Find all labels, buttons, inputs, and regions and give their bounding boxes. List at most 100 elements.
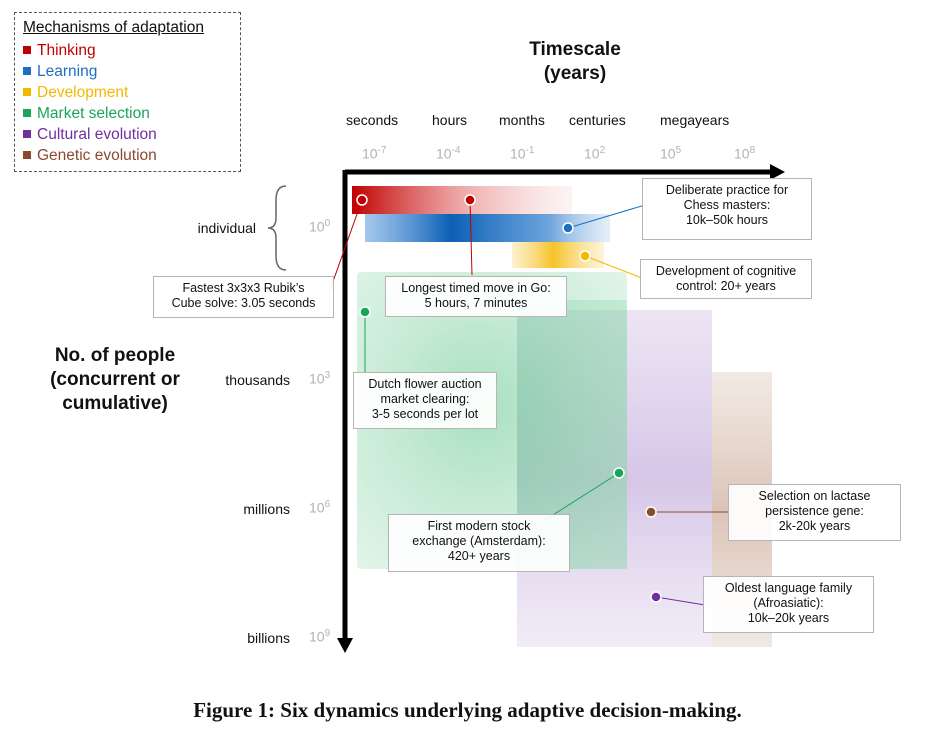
callout-stock: First modern stock exchange (Amsterdam):… xyxy=(388,514,570,572)
individual-brace xyxy=(267,185,287,271)
y-power-exp: 0 xyxy=(324,218,331,229)
go-dot xyxy=(464,194,476,206)
callout-line: First modern stock xyxy=(427,519,531,533)
legend-item-genetic-evolution: Genetic evolution xyxy=(23,145,232,166)
y-power-base: 10 xyxy=(309,370,325,387)
legend-item-market-selection: Market selection xyxy=(23,103,232,124)
callout-rubik: Fastest 3x3x3 Rubik’s Cube solve: 3.05 s… xyxy=(153,276,334,318)
legend-label: Market selection xyxy=(37,105,150,122)
x-power-exp: -4 xyxy=(451,145,461,156)
callout-line: 10k–50k hours xyxy=(685,213,768,227)
legend-swatch xyxy=(23,109,31,117)
cognitive-leader-line xyxy=(584,255,643,279)
caption-prefix: Figure 1 xyxy=(193,698,269,722)
y-axis-title-line2: (concurrent or xyxy=(50,369,180,390)
callout-line: 3-5 seconds per lot xyxy=(371,407,479,421)
x-power-base: 10 xyxy=(362,145,378,162)
x-word-tick: hours xyxy=(432,112,468,128)
legend: Mechanisms of adaptation Thinking Learni… xyxy=(14,12,241,172)
x-word-tick: seconds xyxy=(346,112,399,128)
chess-leader-line xyxy=(567,204,646,229)
y-row-power: 100 xyxy=(309,218,330,235)
callout-line: exchange (Amsterdam): xyxy=(412,534,546,548)
x-power-tick: 10-1 xyxy=(510,145,534,162)
legend-swatch xyxy=(23,151,31,159)
callout-line: Fastest 3x3x3 Rubik’s xyxy=(182,281,305,295)
y-row-power: 106 xyxy=(309,499,330,516)
x-power-tick: 102 xyxy=(584,145,605,162)
rubik-dot xyxy=(356,194,368,206)
callout-line: Chess masters: xyxy=(683,198,771,212)
y-row-label: thousands xyxy=(225,372,290,388)
legend-label: Genetic evolution xyxy=(37,147,157,164)
legend-item-learning: Learning xyxy=(23,61,232,82)
legend-swatch xyxy=(23,67,31,75)
callout-cognitive: Development of cognitive control: 20+ ye… xyxy=(640,259,812,299)
x-word-tick: centuries xyxy=(569,112,626,128)
legend-item-development: Development xyxy=(23,82,232,103)
language-leader-line xyxy=(655,596,706,606)
callout-line: control: 20+ years xyxy=(676,279,776,293)
legend-label: Thinking xyxy=(37,42,96,59)
cognitive-dot xyxy=(579,250,591,262)
x-axis-title-line2: (years) xyxy=(543,63,607,84)
x-power-base: 10 xyxy=(510,145,526,162)
rubik-leader-line xyxy=(329,199,363,291)
callout-line: Selection on lactase xyxy=(758,489,871,503)
callout-line: 420+ years xyxy=(447,549,511,563)
x-power-tick: 108 xyxy=(734,145,755,162)
stock-leader-line xyxy=(544,472,620,521)
x-word-tick: months xyxy=(499,112,545,128)
y-row-label: individual xyxy=(197,220,256,236)
y-row-label: millions xyxy=(243,501,290,517)
y-power-base: 10 xyxy=(309,218,325,235)
y-row-label: billions xyxy=(247,630,290,646)
legend-label: Development xyxy=(37,84,129,101)
chess-dot xyxy=(562,222,574,234)
callout-chess: Deliberate practice for Chess masters: 1… xyxy=(642,178,812,240)
x-power-tick: 105 xyxy=(660,145,681,162)
x-power-exp: 2 xyxy=(599,145,606,156)
x-word-tick: megayears xyxy=(660,112,730,128)
y-axis-title-line1: No. of people xyxy=(54,345,176,366)
callout-line: persistence gene: xyxy=(765,504,864,518)
x-power-exp: 5 xyxy=(675,145,682,156)
y-power-base: 10 xyxy=(309,499,325,516)
legend-swatch xyxy=(23,88,31,96)
callout-line: Deliberate practice for xyxy=(665,183,789,197)
callout-line: market clearing: xyxy=(380,392,470,406)
y-power-exp: 9 xyxy=(324,628,331,639)
y-axis-title: No. of people (concurrent or cumulative) xyxy=(30,344,200,416)
y-power-base: 10 xyxy=(309,628,325,645)
legend-label: Cultural evolution xyxy=(37,126,157,143)
callout-dutch: Dutch flower auction market clearing: 3-… xyxy=(353,372,497,429)
y-axis-arrowhead xyxy=(337,638,353,653)
callout-line: 2k-20k years xyxy=(778,519,851,533)
legend-label: Learning xyxy=(37,63,98,80)
x-power-exp: -1 xyxy=(525,145,535,156)
go-leader-line xyxy=(469,199,473,276)
legend-item-cultural-evolution: Cultural evolution xyxy=(23,124,232,145)
legend-title: Mechanisms of adaptation xyxy=(23,19,204,36)
y-axis-title-line3: cumulative) xyxy=(62,393,168,414)
x-axis-title: Timescale (years) xyxy=(500,38,650,86)
legend-item-thinking: Thinking xyxy=(23,40,232,61)
caption-text: : Six dynamics underlying adaptive decis… xyxy=(268,698,742,722)
figure-caption: Figure 1: Six dynamics underlying adapti… xyxy=(0,698,935,723)
callout-go: Longest timed move in Go: 5 hours, 7 min… xyxy=(385,276,567,317)
x-power-base: 10 xyxy=(436,145,452,162)
callout-line: Dutch flower auction xyxy=(368,377,482,391)
x-power-base: 10 xyxy=(734,145,750,162)
callout-language: Oldest language family (Afroasiatic): 10… xyxy=(703,576,874,633)
callout-line: Development of cognitive xyxy=(655,264,797,278)
legend-swatch xyxy=(23,46,31,54)
lactase-dot xyxy=(645,506,657,518)
x-power-exp: -7 xyxy=(377,145,387,156)
callout-line: Cube solve: 3.05 seconds xyxy=(171,296,316,310)
callout-line: Oldest language family xyxy=(724,581,853,595)
callout-lactase: Selection on lactase persistence gene: 2… xyxy=(728,484,901,541)
y-row-power: 109 xyxy=(309,628,330,645)
y-power-exp: 6 xyxy=(324,499,331,510)
x-power-exp: 8 xyxy=(749,145,756,156)
language-dot xyxy=(650,591,662,603)
